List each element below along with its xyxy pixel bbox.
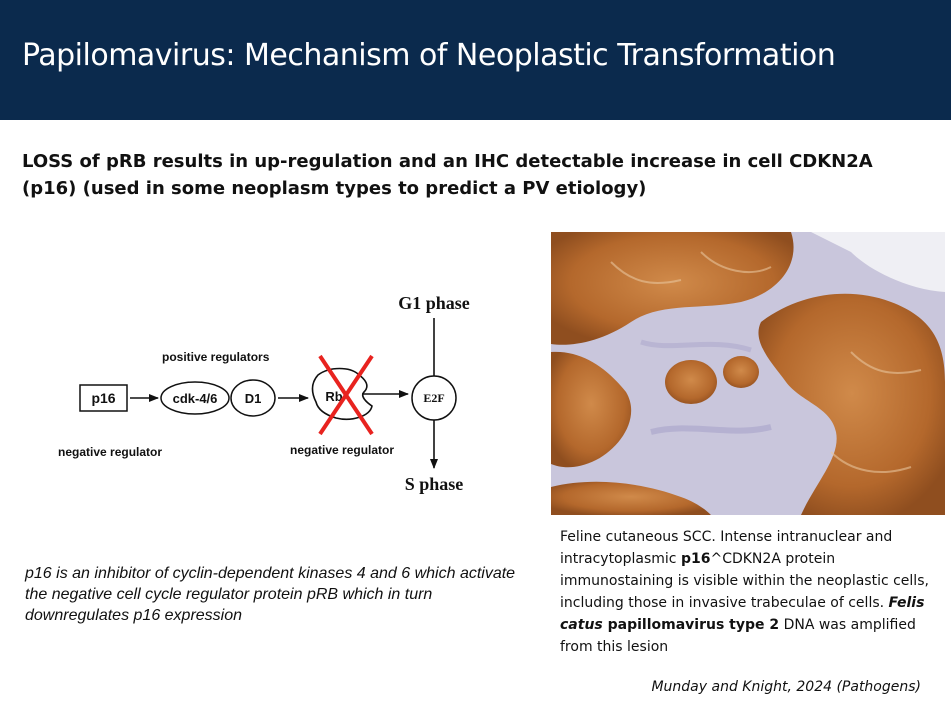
red-cross-mark bbox=[318, 354, 374, 436]
d1-label: D1 bbox=[245, 391, 262, 406]
ihc-histology-photo bbox=[551, 232, 945, 515]
p16-box-label: p16 bbox=[91, 390, 115, 406]
positive-regulators-label: positive regulators bbox=[162, 350, 270, 364]
negative-regulator-left-label: negative regulator bbox=[58, 445, 162, 459]
e2f-label: E2F bbox=[423, 391, 444, 405]
cdk-4-6-ellipse bbox=[160, 381, 230, 415]
p16-explanation-note: p16 is an inhibitor of cyclin-dependent … bbox=[25, 565, 516, 624]
slide-title: Papilomavirus: Mechanism of Neoplastic T… bbox=[22, 38, 836, 73]
citation: Munday and Knight, 2024 (Pathogens) bbox=[651, 679, 921, 695]
g1-phase-label: G1 phase bbox=[398, 293, 470, 313]
title-bar: Papilomavirus: Mechanism of Neoplastic T… bbox=[0, 0, 951, 120]
rb-label: Rb bbox=[325, 389, 342, 404]
figure-caption: Feline cutaneous SCC. Intense intranucle… bbox=[560, 529, 929, 655]
headline: LOSS of pRB results in up-regulation and… bbox=[22, 151, 873, 199]
cdk-4-6-label: cdk-4/6 bbox=[173, 391, 218, 406]
d1-ellipse bbox=[230, 379, 276, 417]
e2f-circle bbox=[411, 375, 457, 421]
negative-regulator-right-label: negative regulator bbox=[290, 443, 394, 457]
s-phase-label: S phase bbox=[405, 474, 464, 494]
p16-box bbox=[79, 384, 128, 412]
cell-cycle-diagram: G1 phase S phase positive regulators p16… bbox=[58, 293, 470, 494]
